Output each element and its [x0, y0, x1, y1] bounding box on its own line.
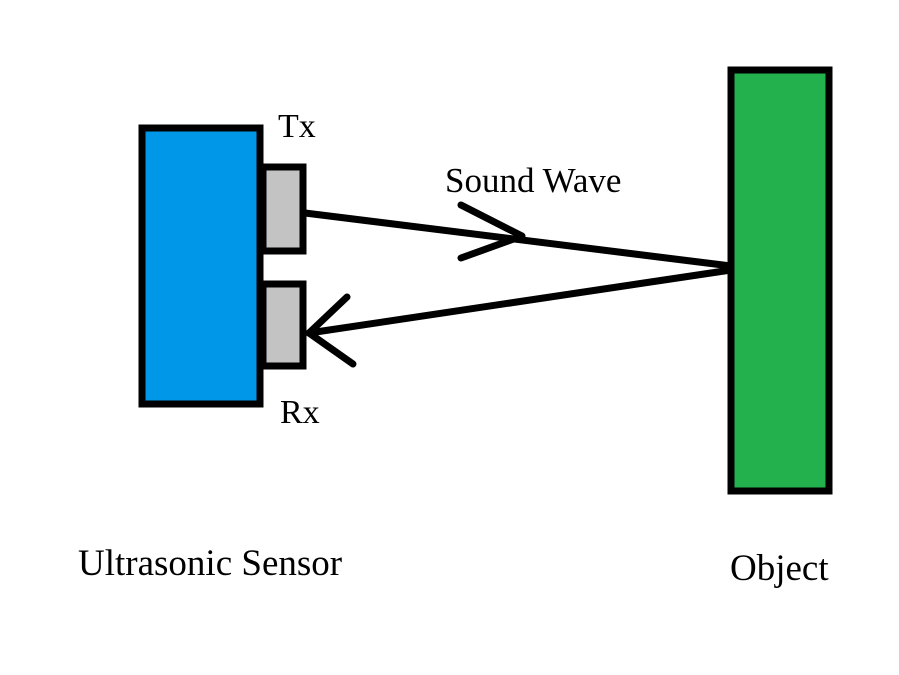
sound-wave-label: Sound Wave [445, 161, 622, 200]
object-block [727, 66, 833, 495]
sensor-body [138, 124, 264, 408]
receiver-rx [259, 280, 307, 370]
sensor-label: Ultrasonic Sensor [78, 543, 343, 584]
transmitter-tx [259, 163, 307, 255]
rx-label: Rx [280, 394, 320, 431]
outgoing-arrowhead [457, 201, 526, 262]
return-wave-line [305, 266, 735, 337]
object-label: Object [730, 548, 829, 589]
tx-label: Tx [278, 108, 316, 145]
return-arrowhead [305, 293, 357, 368]
